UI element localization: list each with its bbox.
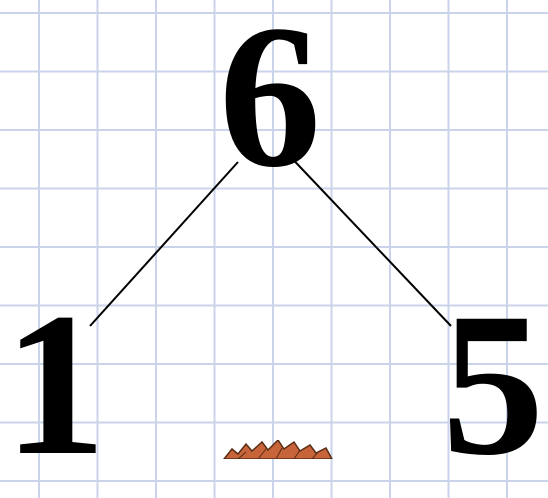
- part-number-left: 1: [0, 282, 130, 487]
- part-number-right: 5: [418, 282, 548, 487]
- whole-number: 6: [195, 0, 345, 199]
- number-bond-diagram: 6 1 5: [0, 0, 548, 459]
- cartoon-character-hair-icon: [218, 440, 338, 459]
